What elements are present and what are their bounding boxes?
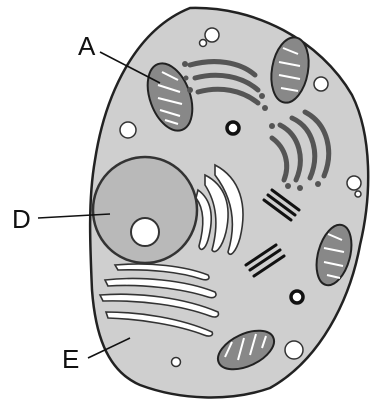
label-d: D <box>12 204 31 234</box>
label-e: E <box>62 344 79 374</box>
nucleolus <box>131 218 159 246</box>
nucleus <box>93 157 197 263</box>
label-a: A <box>78 31 96 61</box>
